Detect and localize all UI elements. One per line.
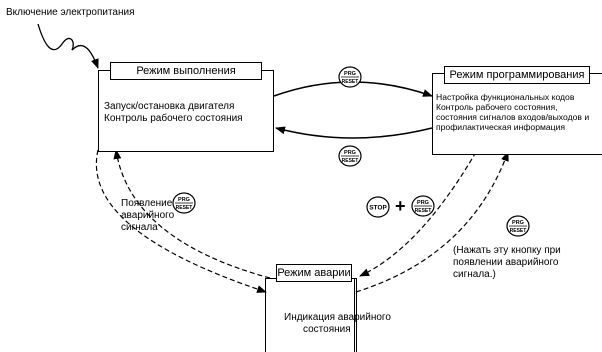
run-mode-box xyxy=(98,70,274,152)
alarm-appear-line-1: Появление xyxy=(121,198,173,209)
alarm-mode-line-1: Индикация аварийного xyxy=(284,312,391,323)
prg-reset-key-icon[interactable]: PRG RESET xyxy=(172,192,196,214)
alarm-mode-line-2: состояния xyxy=(303,324,351,335)
prg-reset-key-icon[interactable]: PRG RESET xyxy=(338,66,362,88)
key-prg-text: PRG xyxy=(344,71,356,77)
run-mode-line-1: Запуск/остановка двигателя xyxy=(104,101,235,112)
program-mode-line-1: Настройка функциональных кодов xyxy=(436,92,575,102)
prg-reset-key-icon[interactable]: PRG RESET xyxy=(338,145,362,167)
press-note-line-3: сигнала.) xyxy=(453,269,496,280)
press-note: (Нажать эту кнопку при появлении аварийн… xyxy=(453,245,561,281)
key-prg-text: PRG xyxy=(417,200,429,206)
key-reset-text: RESET xyxy=(415,208,432,214)
alarm-to-run-arrow xyxy=(113,149,271,279)
alarm-appear-line-3: сигнала xyxy=(121,222,158,233)
run-mode-title: Режим выполнения xyxy=(110,62,262,80)
press-note-line-1: (Нажать эту кнопку при xyxy=(453,245,561,256)
key-reset-text: RESET xyxy=(342,79,359,85)
prg-reset-key-icon[interactable]: PRG RESET xyxy=(506,215,530,237)
program-to-run-arrow xyxy=(275,126,433,139)
stop-key-icon[interactable]: STOP xyxy=(366,196,390,218)
plus-sign: + xyxy=(395,196,406,216)
key-prg-text: PRG xyxy=(178,197,190,203)
prg-reset-key-icon[interactable]: PRG RESET xyxy=(411,195,435,217)
run-mode-line-2: Контроль рабочего состояния xyxy=(104,113,243,124)
program-mode-line-2: Контроль рабочего состояния, xyxy=(436,102,558,112)
program-mode-line-3: состояния сигналов входов/выходов и xyxy=(436,112,590,122)
alarm-mode-title: Режим аварии xyxy=(276,264,352,282)
program-mode-box xyxy=(432,73,602,155)
alarm-to-program-arrow xyxy=(355,151,509,293)
key-reset-text: RESET xyxy=(342,158,359,164)
key-prg-text: PRG xyxy=(512,220,524,226)
program-mode-line-4: профилактическая информация xyxy=(436,122,566,132)
key-stop-text: STOP xyxy=(369,205,387,212)
alarm-appear-label: Появление аварийного сигнала xyxy=(121,198,174,234)
key-prg-text: PRG xyxy=(344,150,356,156)
alarm-appear-line-2: аварийного xyxy=(121,210,175,221)
key-reset-text: RESET xyxy=(176,205,193,211)
key-reset-text: RESET xyxy=(510,228,527,234)
run-to-alarm-arrow xyxy=(95,149,267,293)
alarm-mode-box-right-edge xyxy=(354,278,355,352)
program-mode-lines: Настройка функциональных кодов Контроль … xyxy=(436,92,589,132)
press-note-line-2: появлении аварийного xyxy=(453,257,559,268)
program-mode-title: Режим программирования xyxy=(444,66,590,84)
alarm-mode-box-frame xyxy=(265,278,355,352)
power-on-arrow xyxy=(37,23,99,69)
program-to-alarm-arrow xyxy=(359,151,477,277)
power-on-label: Включение электропитания xyxy=(6,7,135,18)
